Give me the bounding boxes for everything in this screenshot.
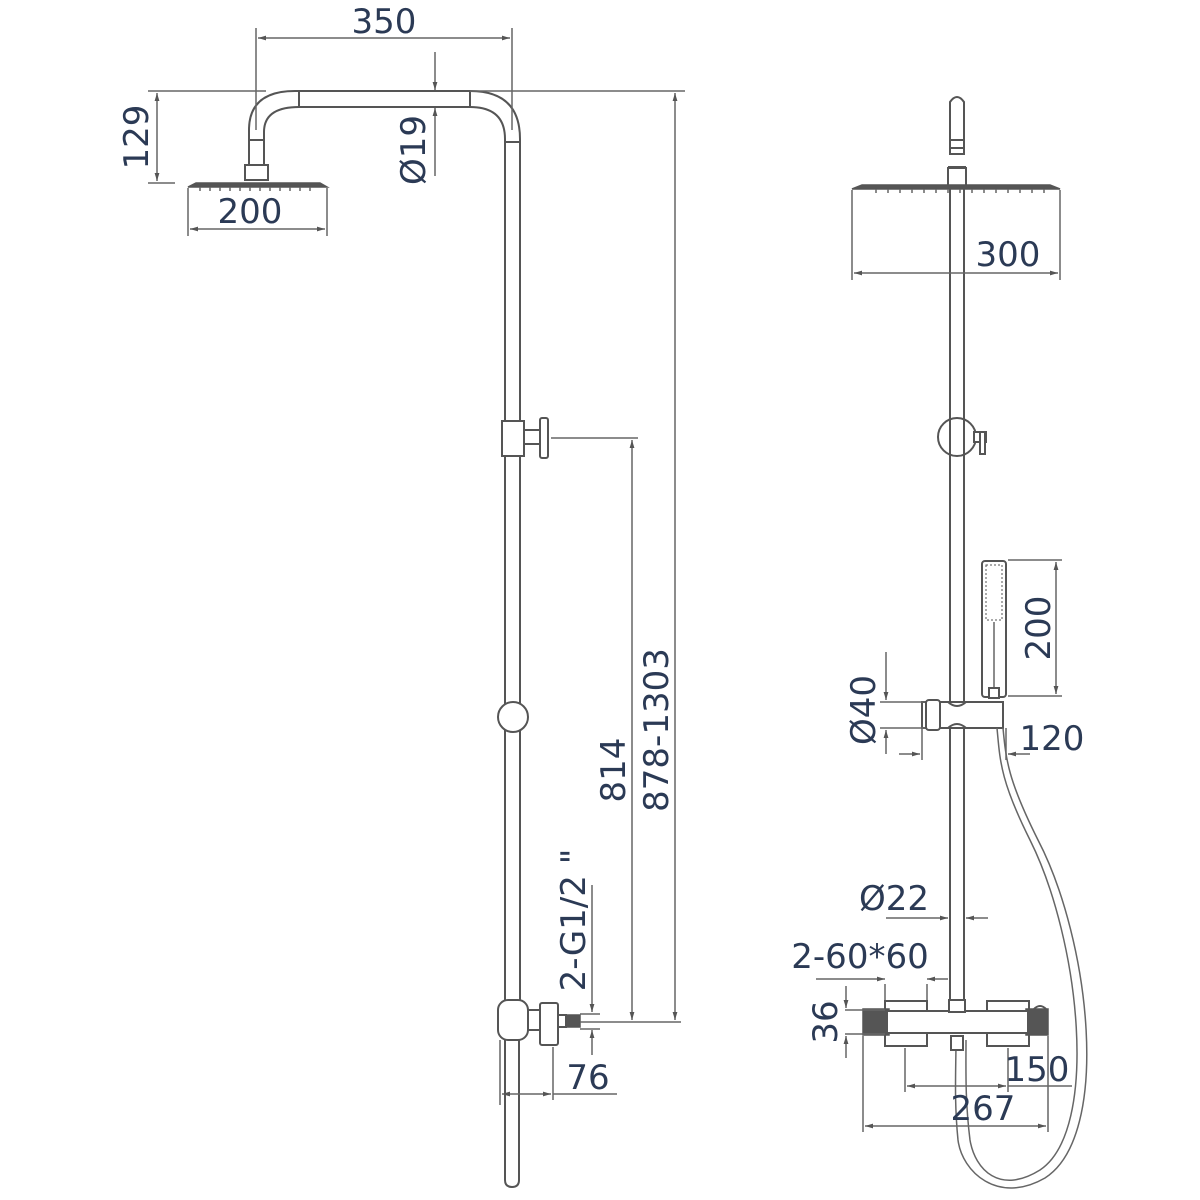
dim-label-inlet-thread: 2-G1/2 " bbox=[554, 849, 594, 992]
dim-label-350: 350 bbox=[352, 2, 417, 42]
dim-label-pipe-diameter: Ø19 bbox=[394, 115, 434, 185]
diverter-front bbox=[937, 417, 987, 457]
dimension-head-width: 300 bbox=[851, 190, 1061, 280]
handshower-holder bbox=[921, 699, 1004, 731]
dim-label-267: 267 bbox=[951, 1089, 1016, 1129]
dimension-inlet-offset: 76 bbox=[499, 1040, 617, 1105]
dimension-heights: 814 878-1303 bbox=[551, 93, 681, 1023]
dimension-body-width: 267 bbox=[862, 1036, 1049, 1132]
dimension-holder-diameter: Ø40 bbox=[844, 652, 925, 754]
dim-label-rail-diameter: Ø22 bbox=[859, 879, 929, 919]
slider-knob bbox=[497, 701, 529, 733]
dim-label-36: 36 bbox=[806, 1000, 846, 1043]
dimension-handshower-length: 200 bbox=[1008, 559, 1062, 697]
dimension-head-diameter: 200 bbox=[187, 188, 328, 236]
dim-label-878-1303: 878-1303 bbox=[637, 648, 677, 812]
dim-label-150: 150 bbox=[1005, 1050, 1070, 1090]
dim-label-300: 300 bbox=[976, 235, 1041, 275]
hand-shower bbox=[981, 560, 1007, 699]
thermostatic-mixer bbox=[862, 999, 1049, 1051]
dimension-head-height: 129 bbox=[117, 90, 266, 184]
dim-label-holder-diameter: Ø40 bbox=[844, 675, 884, 745]
side-view: 350 129 200 Ø19 814 bbox=[117, 2, 685, 1189]
dimension-pipe-diameter: Ø19 bbox=[394, 52, 685, 185]
dimension-holder-projection: 120 bbox=[899, 719, 1084, 760]
dimension-rail-diameter: Ø22 bbox=[859, 879, 988, 921]
dim-label-814: 814 bbox=[594, 738, 634, 803]
dim-label-handle-size: 2-60*60 bbox=[791, 937, 928, 977]
hose bbox=[954, 727, 1088, 1189]
head-connector bbox=[947, 96, 967, 187]
dim-label-120: 120 bbox=[1020, 719, 1085, 759]
rail bbox=[949, 186, 965, 1000]
dimension-inlet-thread: 2-G1/2 " bbox=[554, 849, 600, 1055]
dimension-inlet-centers: 150 bbox=[904, 1048, 1072, 1092]
rain-head-front bbox=[851, 184, 1061, 193]
dimension-handle-size: 2-60*60 bbox=[791, 937, 948, 1000]
dim-label-200-head: 200 bbox=[218, 192, 283, 232]
diverter-knob bbox=[501, 417, 549, 459]
front-view: 300 200 Ø40 120 Ø22 bbox=[791, 96, 1088, 1189]
dim-label-76: 76 bbox=[566, 1058, 609, 1098]
wall-inlet-side bbox=[497, 999, 581, 1189]
shower-arm bbox=[248, 90, 521, 1000]
dimension-body-height: 36 bbox=[806, 986, 885, 1058]
rain-head-side bbox=[187, 139, 330, 191]
dim-label-200-handshower: 200 bbox=[1019, 596, 1059, 661]
dim-label-129: 129 bbox=[117, 105, 157, 170]
dimension-arm-length: 350 bbox=[255, 2, 513, 130]
